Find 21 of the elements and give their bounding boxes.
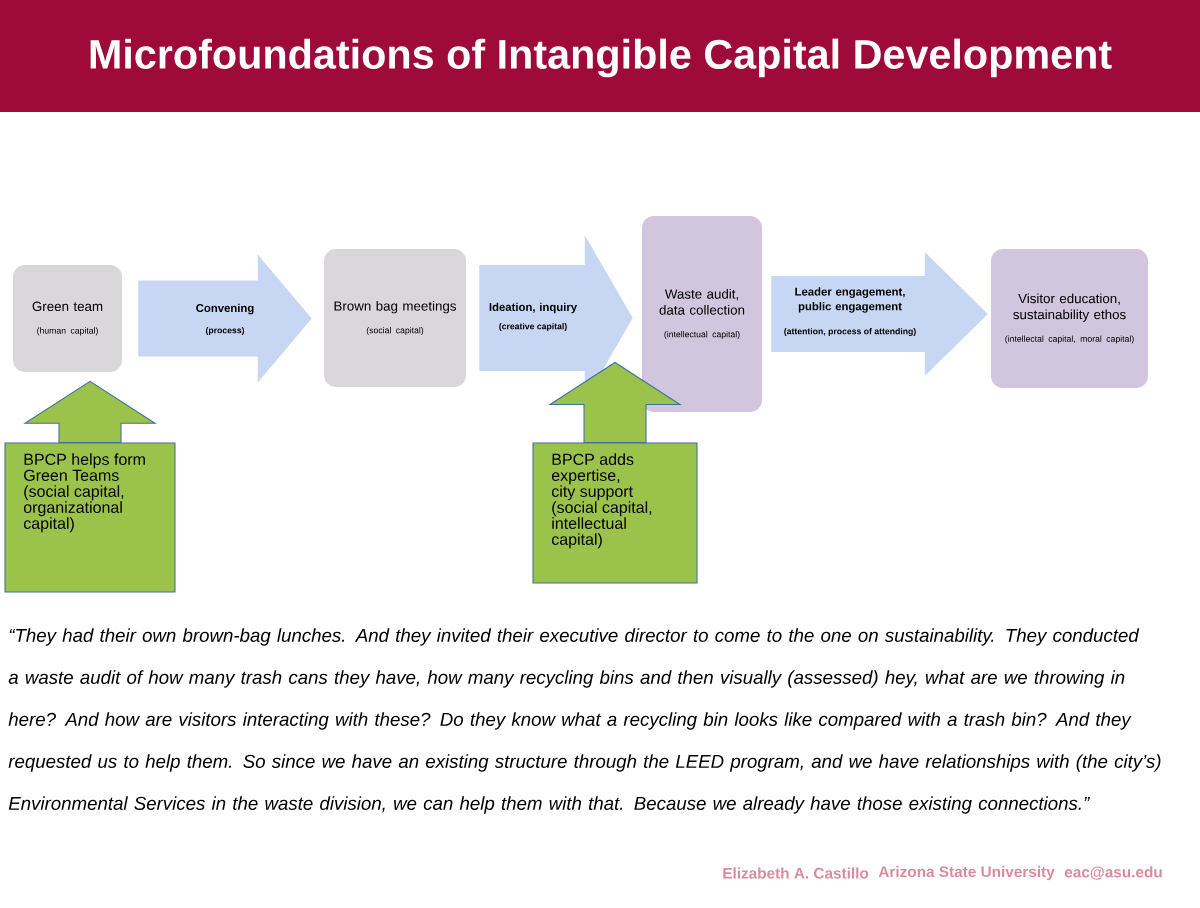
rounded-box: Brown bag meetings (social capital) <box>324 249 466 387</box>
edge-label: Convening <box>196 303 254 315</box>
block-arrow <box>138 254 312 383</box>
block-arrow <box>23 380 157 443</box>
footer-text: eac@asu.edu <box>1064 866 1162 880</box>
quote-text: “They had their own brown-bag lunches. And they invited their executive director to come to the one on sustainability. They conducted a waste audit of how many trash cans they have, how many recycling bins and then visually (assessed) hey, what are we throwing in here? And how are visitors interacting with these? Do they know what a recycling bin looks like compared with a trash bin? And they requested us to help them. So since we have an existing structure through the LEED program, and we have relationships with (the city’s) Environmental Services in the waste division, we can help them with that. Because we already have those existing connections.” <box>8 628 1161 814</box>
callout-box: BPCP adds expertise, city support (social capital, intellectual capital) <box>532 442 698 584</box>
arrow-caption: (attention, process of attending) <box>784 327 916 337</box>
edge-label: Ideation, inquiry <box>489 302 578 314</box>
block-arrow <box>771 252 988 376</box>
edge-label: Leader engagement, public engagement <box>795 287 905 313</box>
callout-box: BPCP helps form Green Teams (social capital, organizational capital) <box>4 442 176 593</box>
rounded-box: Green team (human capital) <box>13 265 122 372</box>
arrow-caption: (process) <box>205 326 245 336</box>
rounded-box: Visitor education, sustainability ethos (intellectal capital, moral capital) <box>991 249 1148 388</box>
footer-text: Elizabeth A. Castillo <box>723 867 869 879</box>
arrow-caption: (creative capital) <box>499 322 567 332</box>
title: Microfoundations of Intangible Capital Development <box>90 38 1112 78</box>
rounded-box: Waste audit, data collection (intellectual capital) <box>642 216 762 412</box>
block-arrow <box>548 361 682 443</box>
footer-text: Arizona State University <box>878 865 1055 881</box>
